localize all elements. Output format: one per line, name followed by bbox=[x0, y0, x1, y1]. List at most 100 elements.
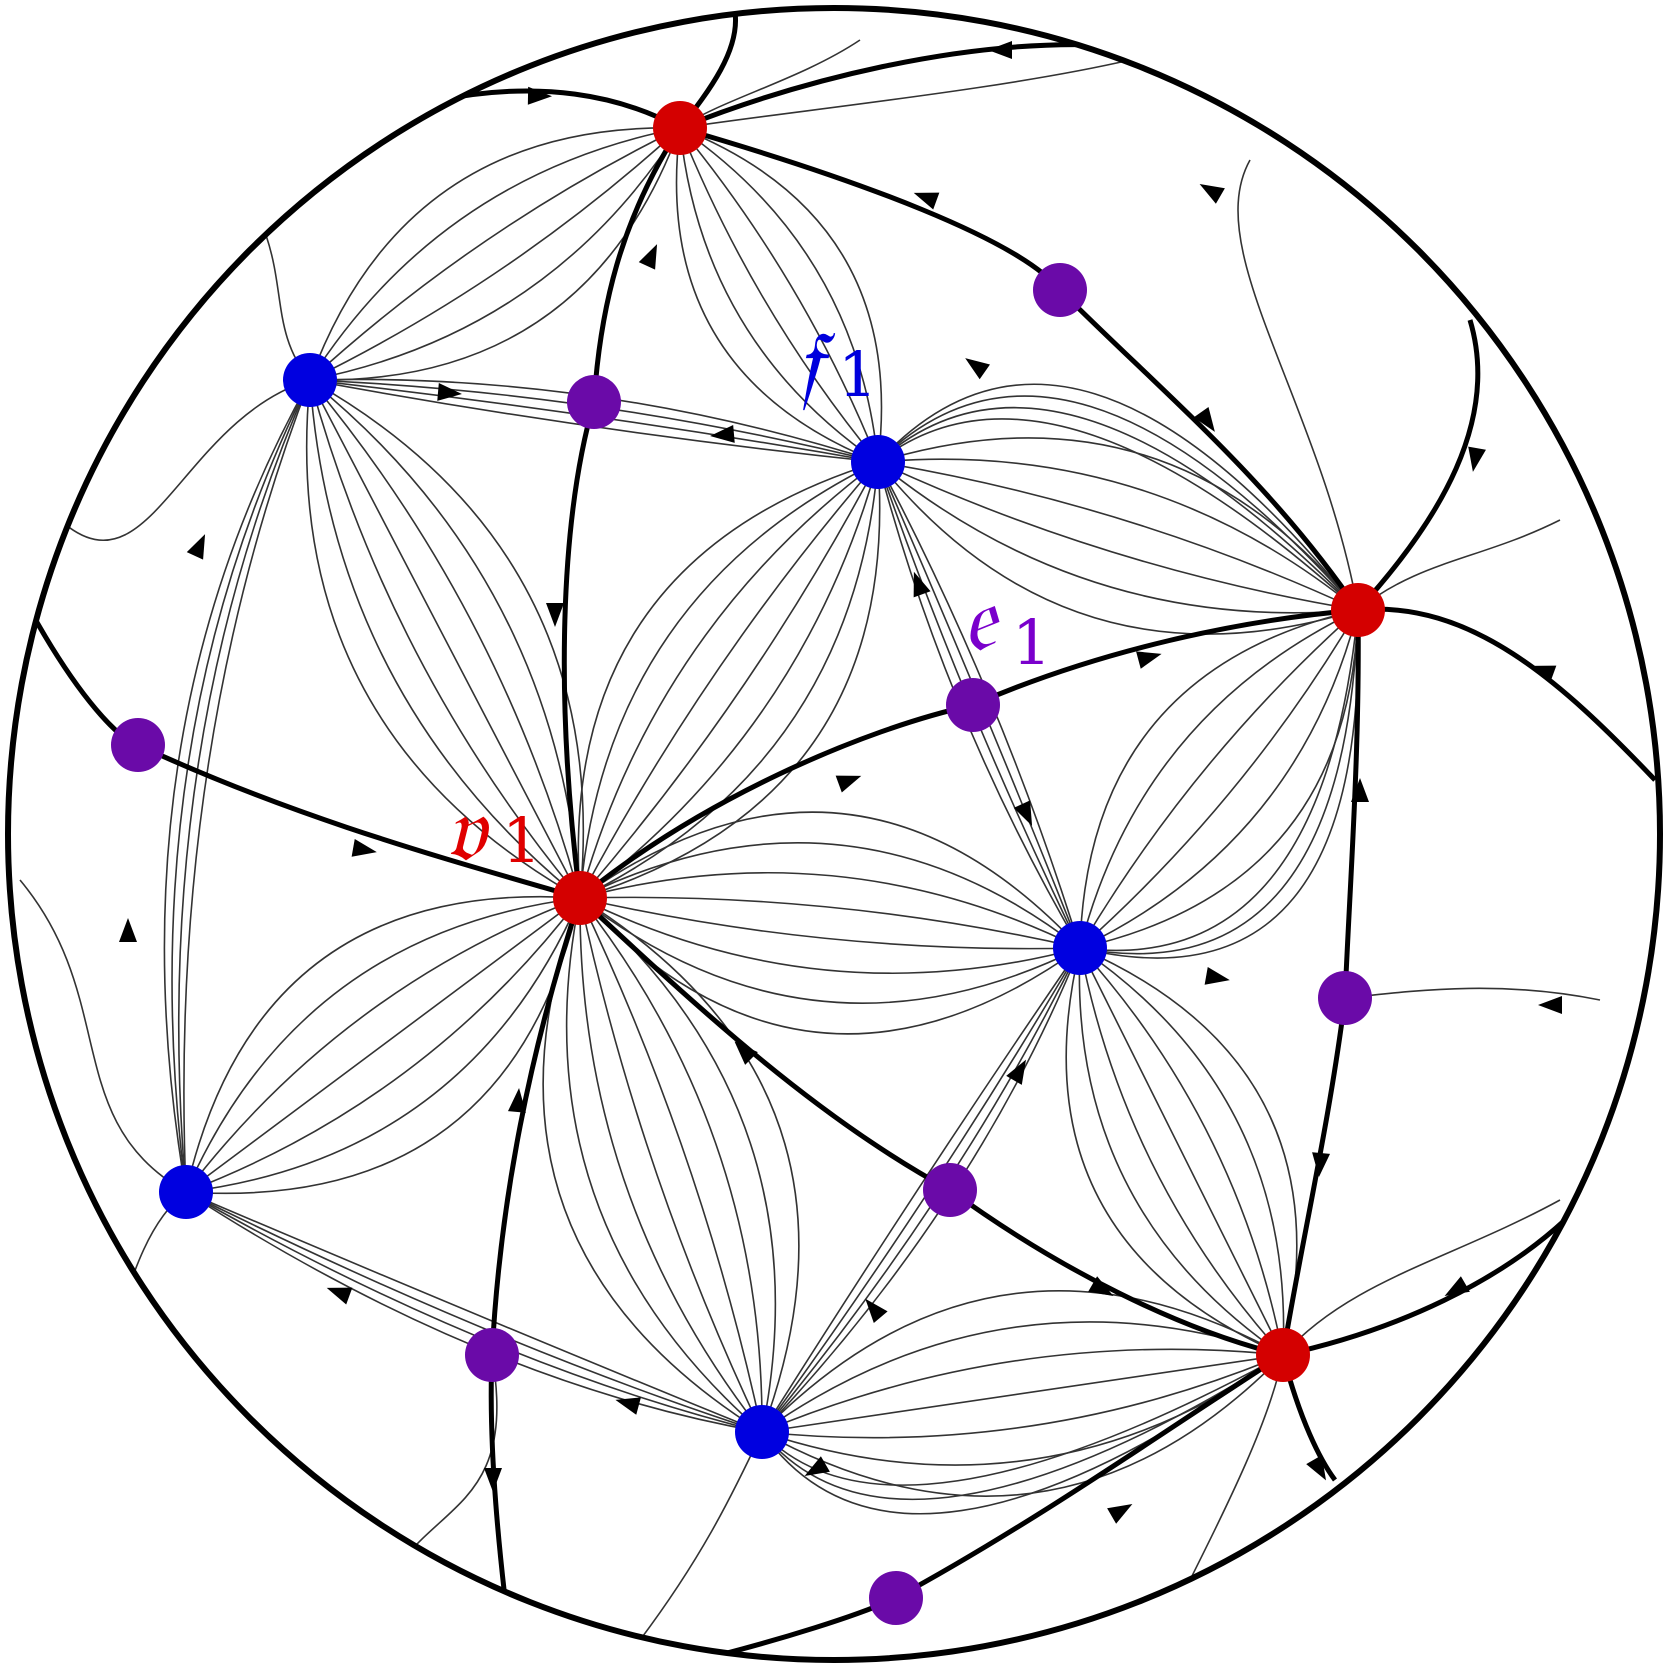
flow-line bbox=[309, 127, 681, 381]
flow-line bbox=[309, 127, 681, 381]
arrow-head bbox=[527, 86, 552, 105]
flow-line bbox=[761, 1290, 1284, 1433]
face-point bbox=[735, 1405, 789, 1459]
separatrix bbox=[1357, 606, 1657, 782]
flow-line bbox=[761, 1354, 1284, 1497]
flow-line bbox=[229, 169, 311, 381]
flow-line bbox=[877, 461, 1359, 611]
flow-line bbox=[185, 897, 581, 1193]
arrow-head bbox=[1468, 446, 1486, 472]
flow-line bbox=[761, 947, 1081, 1433]
flow-line bbox=[761, 1321, 1284, 1433]
flow-line bbox=[675, 127, 879, 463]
face-point bbox=[159, 1165, 213, 1219]
flow-line bbox=[309, 379, 581, 899]
flow-line bbox=[379, 1354, 498, 1601]
flow-line bbox=[579, 897, 763, 1433]
separatrix bbox=[1282, 1218, 1567, 1358]
flow-line bbox=[177, 379, 311, 1193]
arrow-head bbox=[119, 918, 137, 942]
arrow-head bbox=[913, 192, 940, 210]
flow-line bbox=[761, 1354, 1284, 1439]
separatrix bbox=[27, 608, 581, 901]
flow-line bbox=[877, 406, 1359, 611]
flow-line bbox=[542, 897, 763, 1433]
flow-line bbox=[579, 897, 800, 1433]
flow-line bbox=[1079, 609, 1359, 949]
flow-line bbox=[309, 379, 581, 899]
edge-point bbox=[946, 678, 1000, 732]
label-f1: 𝔣 1 bbox=[794, 311, 877, 418]
label-v1: 𝔳 1 bbox=[445, 775, 541, 882]
flow-line bbox=[1078, 947, 1284, 1356]
label-f1-letter: 𝔣 bbox=[794, 311, 836, 418]
flow-line bbox=[185, 897, 581, 1193]
face-point bbox=[283, 353, 337, 407]
critical-points bbox=[111, 101, 1385, 1625]
flow-line bbox=[1344, 987, 1601, 1001]
separatrix-lines bbox=[27, 11, 1657, 1660]
arrow-head bbox=[710, 424, 735, 443]
flow-line bbox=[59, 379, 311, 541]
flow-line bbox=[1079, 947, 1284, 1356]
flow-line bbox=[761, 947, 1081, 1433]
flow-line bbox=[1079, 609, 1359, 955]
flow-line bbox=[679, 39, 861, 129]
arrow-head bbox=[835, 775, 862, 793]
flow-line bbox=[309, 379, 581, 899]
flow-line bbox=[579, 897, 763, 1433]
flow-line bbox=[1079, 947, 1284, 1356]
edge-point bbox=[869, 1571, 923, 1625]
flow-line bbox=[309, 379, 585, 899]
flow-line bbox=[877, 383, 1359, 611]
flow-line bbox=[309, 127, 681, 381]
arrow-head bbox=[1107, 1504, 1133, 1524]
arrow-head bbox=[638, 244, 658, 270]
flow-line bbox=[1079, 947, 1285, 1356]
flow-line bbox=[565, 897, 763, 1433]
arrow-head bbox=[1006, 1059, 1026, 1085]
arrow-head bbox=[913, 571, 931, 598]
edge-point bbox=[111, 718, 165, 772]
arrow-head bbox=[1088, 1276, 1114, 1296]
flow-line bbox=[185, 1191, 763, 1433]
flow-line bbox=[1065, 947, 1284, 1356]
face-point bbox=[851, 435, 905, 489]
arrow-head bbox=[1204, 967, 1230, 985]
arrow-head bbox=[484, 1468, 502, 1492]
flow-line bbox=[1282, 1199, 1561, 1356]
flow-line bbox=[579, 461, 879, 899]
flow-line bbox=[1179, 1354, 1284, 1601]
separatrix bbox=[488, 897, 583, 1641]
flow-line bbox=[1237, 159, 1359, 611]
flow-line bbox=[1079, 609, 1359, 949]
flow-line bbox=[185, 897, 581, 1193]
flow-line bbox=[185, 897, 581, 1193]
separatrix bbox=[699, 1352, 1285, 1660]
flow-line bbox=[761, 1354, 1284, 1501]
flow-line bbox=[185, 895, 581, 1193]
flow-line bbox=[579, 872, 1081, 949]
flow-line bbox=[579, 897, 763, 1433]
flow-line bbox=[579, 461, 881, 899]
flow-line bbox=[877, 461, 1359, 611]
flow-line bbox=[1079, 947, 1284, 1356]
flow-line bbox=[171, 379, 311, 1193]
arrow-head bbox=[988, 41, 1012, 59]
vertex-point bbox=[653, 101, 707, 155]
flow-line bbox=[309, 127, 681, 381]
flow-line bbox=[1079, 609, 1359, 949]
arrow-head bbox=[1136, 651, 1162, 669]
flow-line bbox=[305, 379, 581, 899]
arrow-head bbox=[1193, 407, 1215, 432]
label-v1-subscript: 1 bbox=[502, 804, 541, 877]
flow-line bbox=[579, 461, 879, 899]
flow-line bbox=[579, 461, 879, 899]
arrow-head bbox=[351, 839, 377, 857]
flow-line bbox=[579, 842, 1081, 949]
flow-line bbox=[19, 879, 187, 1193]
flow-line bbox=[679, 127, 879, 463]
arrow-head bbox=[1351, 778, 1369, 802]
flow-line bbox=[761, 947, 1081, 1433]
flow-line bbox=[579, 461, 879, 899]
